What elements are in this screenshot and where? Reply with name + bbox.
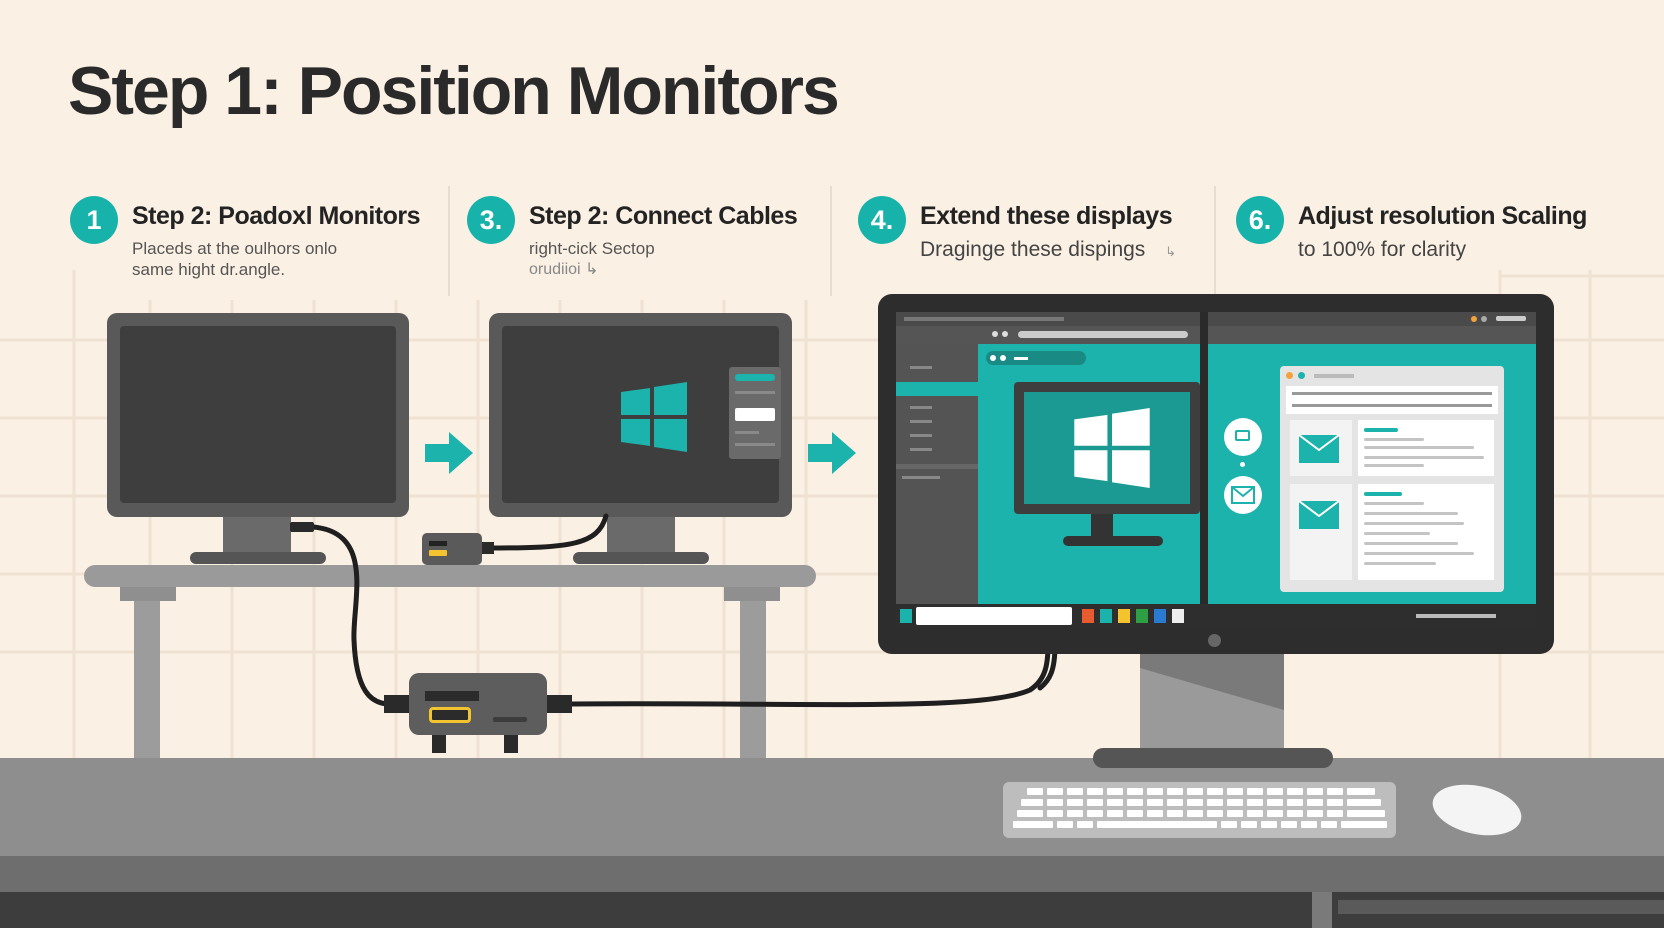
step-title: Step 2: Connect Cables xyxy=(529,202,798,230)
monitor-1 xyxy=(107,313,409,517)
sidebar xyxy=(896,344,978,604)
hdmi-port-icon xyxy=(429,707,471,723)
hdmi-port-icon xyxy=(429,550,447,556)
step-number-badge: 1 xyxy=(70,196,118,244)
step-title: Step 2: Poadoxl Monitors xyxy=(132,202,421,230)
windows-logo-icon xyxy=(621,382,687,452)
desk-surface xyxy=(0,758,1664,856)
step-title: Extend these displays xyxy=(920,202,1173,230)
stand-shading xyxy=(1140,668,1284,760)
shelf-leg xyxy=(740,587,766,762)
keyboard xyxy=(1003,782,1396,838)
step-number-badge: 4. xyxy=(858,196,906,244)
step-number-badge: 6. xyxy=(1236,196,1284,244)
shelf-bracket xyxy=(120,587,176,601)
windows-logo-icon xyxy=(1074,408,1150,488)
inner-monitor xyxy=(1014,382,1200,514)
mail-icon xyxy=(1224,476,1262,514)
desk-edge xyxy=(0,856,1664,892)
taskbar xyxy=(896,604,1536,630)
page-title: Step 1: Position Monitors xyxy=(68,53,840,129)
arrow-right-icon xyxy=(808,432,856,474)
step-description-line: right-cick Sectop xyxy=(529,239,655,258)
step-description-line: Placeds at the oulhors onlo xyxy=(132,239,338,258)
mail-icon xyxy=(1298,500,1340,529)
step-description-line: same hight dr.angle. xyxy=(132,260,286,279)
main-monitor-base xyxy=(1093,748,1333,768)
step-4: 4. Extend these displays Draginge these … xyxy=(858,196,1198,286)
step-description-line: to 100% for clarity xyxy=(1298,238,1467,261)
step-6: 6. Adjust resolution Scaling to 100% for… xyxy=(1236,196,1656,286)
context-menu-panel xyxy=(729,367,781,459)
monitor-2 xyxy=(489,313,792,517)
column-divider xyxy=(830,186,832,296)
dock-foot xyxy=(432,735,446,753)
monitor-2-stand xyxy=(607,517,675,553)
column-divider xyxy=(1214,186,1216,296)
taskbar-search xyxy=(916,607,1072,625)
step-3: 3. Step 2: Connect Cables right-cick Sec… xyxy=(467,196,807,286)
step-description: Placeds at the oulhors onlo same hight d… xyxy=(132,238,337,280)
right-top-bar xyxy=(1208,326,1536,344)
power-button xyxy=(1208,634,1221,647)
main-monitor-screen xyxy=(896,312,1536,630)
monitor-2-screen xyxy=(502,326,781,503)
shelf-top xyxy=(84,565,816,587)
step-description-mark: ↳ xyxy=(1165,244,1177,259)
step-title: Adjust resolution Scaling xyxy=(1298,202,1587,230)
column-divider xyxy=(448,186,450,296)
step-description: Draginge these dispings ↳ xyxy=(920,238,1176,264)
drawer-divider xyxy=(1312,892,1332,928)
step-1: 1 Step 2: Poadoxl Monitors Placeds at th… xyxy=(70,196,440,286)
step-description: right-cick Sectop orudiioi ↳ xyxy=(529,238,655,280)
title-bar xyxy=(896,312,1536,326)
inner-monitor-base xyxy=(1063,536,1163,546)
monitor-1-screen xyxy=(120,326,396,503)
shelf-bracket xyxy=(724,587,780,601)
step-description-line: orudiioi ↳ xyxy=(529,261,599,278)
step-number-badge: 3. xyxy=(467,196,515,244)
drawer xyxy=(1338,900,1664,914)
display-split xyxy=(1200,312,1208,630)
shelf-leg xyxy=(134,587,160,762)
step-description: to 100% for clarity xyxy=(1298,238,1466,262)
dock-foot xyxy=(504,735,518,753)
monitor-1-stand xyxy=(223,517,291,553)
monitor-2-base xyxy=(573,552,709,564)
mail-icon xyxy=(1298,434,1340,463)
inner-monitor-stand xyxy=(1091,514,1113,536)
arrow-right-icon xyxy=(425,432,473,474)
email-window xyxy=(1280,366,1504,592)
docking-station xyxy=(409,673,547,735)
keyboard-keys xyxy=(1013,788,1387,828)
chat-icon xyxy=(1224,418,1262,456)
usb-adapter xyxy=(422,533,482,565)
step-description-line: Draginge these dispings xyxy=(920,238,1146,261)
monitor-1-base xyxy=(190,552,326,564)
